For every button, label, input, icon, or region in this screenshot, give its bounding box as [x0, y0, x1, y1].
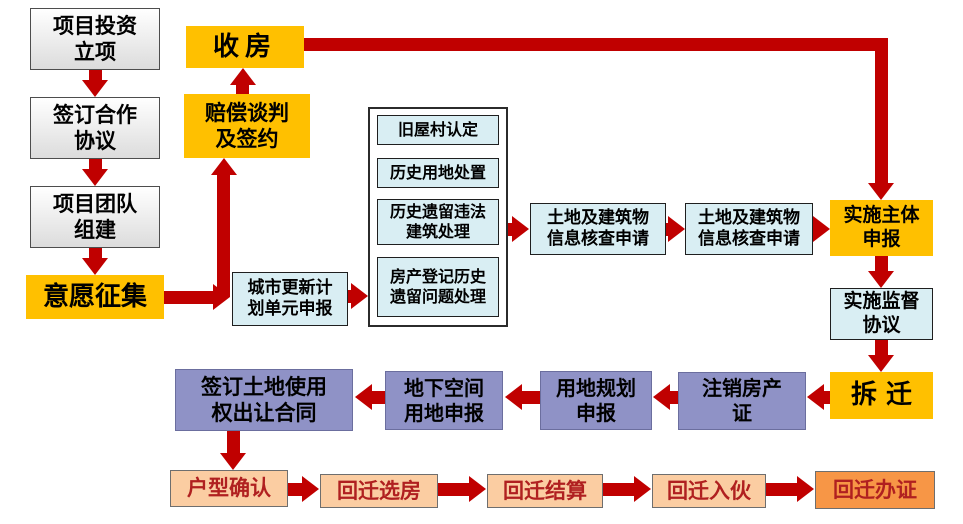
arrow-receiving-to-subject-vbar — [875, 38, 888, 183]
arrow-group-to-check1-head — [512, 216, 529, 242]
arrow-unit-to-selection-bar — [288, 483, 304, 496]
node-urban-renewal-plan: 城市更新计 划单元申报 — [232, 272, 348, 326]
arrow-negotiation-to-receiving-bar — [236, 84, 249, 94]
arrow-agreement-to-team-head — [82, 169, 108, 186]
arrow-movein-to-certificate-bar — [766, 483, 799, 496]
node-underground-space: 地下空间 用地申报 — [385, 371, 503, 430]
node-team-formation: 项目团队 组建 — [30, 186, 160, 248]
arrow-planning-to-underground-bar — [521, 391, 540, 404]
arrow-cancelcert-to-planning-head — [653, 384, 670, 410]
node-cooperation-agreement: 签订合作 协议 — [30, 97, 160, 159]
arrow-negotiation-to-receiving-head — [230, 68, 256, 85]
arrow-supervision-to-demolition-head — [868, 355, 894, 372]
arrow-approval-to-agreement-head — [82, 80, 108, 97]
arrow-willingness-to-plan-bar — [164, 291, 214, 304]
node-cancel-property-cert: 注销房产 证 — [678, 372, 806, 430]
node-compensation-negotiation: 赔偿谈判 及签约 — [184, 94, 310, 158]
node-historical-land-disposal: 历史用地处置 — [377, 158, 499, 188]
node-willingness-collection: 意愿征集 — [26, 275, 164, 319]
arrow-group-to-check1-bar — [508, 223, 514, 236]
arrow-check1-to-check2-head — [668, 216, 685, 242]
node-relocation-certificate: 回迁办证 — [815, 471, 935, 509]
arrow-contract-to-unit-bar — [227, 431, 240, 454]
arrow-movein-to-certificate-head — [797, 476, 814, 502]
node-land-transfer-contract: 签订土地使用 权出让合同 — [175, 369, 353, 431]
arrow-check2-to-subject-head — [813, 216, 830, 242]
node-implementation-subject: 实施主体 申报 — [830, 200, 933, 256]
arrow-planning-to-underground-head — [505, 384, 522, 410]
node-land-use-planning: 用地规划 申报 — [540, 371, 652, 430]
arrow-team-to-willingness-bar — [89, 248, 102, 259]
node-old-village-recognition: 旧屋村认定 — [377, 115, 499, 145]
arrow-selection-to-settlement-head — [469, 476, 486, 502]
arrow-plan-to-negotiation-head — [211, 158, 237, 175]
arrow-approval-to-agreement-bar — [89, 70, 102, 81]
node-unit-type-confirmation: 户型确认 — [170, 470, 288, 507]
arrow-subject-to-supervision-head — [868, 271, 894, 288]
arrow-agreement-to-team-bar — [89, 159, 102, 170]
arrow-demolition-to-cancelcert-bar — [823, 391, 830, 404]
arrow-plan-to-group-head — [351, 283, 368, 309]
node-relocation-move-in: 回迁入伙 — [652, 474, 766, 508]
arrow-underground-to-contract-head — [355, 384, 372, 410]
node-land-building-check-1: 土地及建筑物 信息核查申请 — [530, 203, 666, 255]
node-house-receiving: 收房 — [186, 26, 304, 68]
arrow-selection-to-settlement-bar — [438, 483, 471, 496]
arrow-underground-to-contract-bar — [371, 391, 385, 404]
arrow-plan-to-group-bar — [348, 290, 353, 303]
node-demolition: 拆 迁 — [830, 372, 933, 419]
node-implementation-supervision: 实施监督 协议 — [830, 288, 933, 340]
arrow-cancelcert-to-planning-bar — [669, 391, 678, 404]
arrow-team-to-willingness-head — [82, 258, 108, 275]
arrow-receiving-to-subject-hbar — [304, 38, 888, 51]
arrow-contract-to-unit-head — [220, 453, 246, 470]
arrow-plan-to-negotiation-bar — [217, 174, 230, 297]
arrow-subject-to-supervision-bar — [875, 256, 888, 272]
arrow-receiving-to-subject-head — [868, 183, 894, 200]
node-project-approval: 项目投资 立项 — [30, 8, 160, 70]
node-relocation-house-selection: 回迁选房 — [320, 474, 438, 508]
arrow-settlement-to-movein-bar — [603, 483, 636, 496]
arrow-willingness-to-plan-head — [213, 284, 230, 310]
node-land-building-check-2: 土地及建筑物 信息核查申请 — [685, 203, 813, 255]
arrow-supervision-to-demolition-bar — [875, 340, 888, 356]
arrow-unit-to-selection-head — [302, 476, 319, 502]
node-historical-illegal-building: 历史遗留违法 建筑处理 — [377, 199, 499, 245]
arrow-demolition-to-cancelcert-head — [807, 384, 824, 410]
arrow-settlement-to-movein-head — [634, 476, 651, 502]
node-property-registration-issues: 房产登记历史 遗留问题处理 — [377, 257, 499, 317]
node-relocation-settlement: 回迁结算 — [487, 474, 603, 508]
